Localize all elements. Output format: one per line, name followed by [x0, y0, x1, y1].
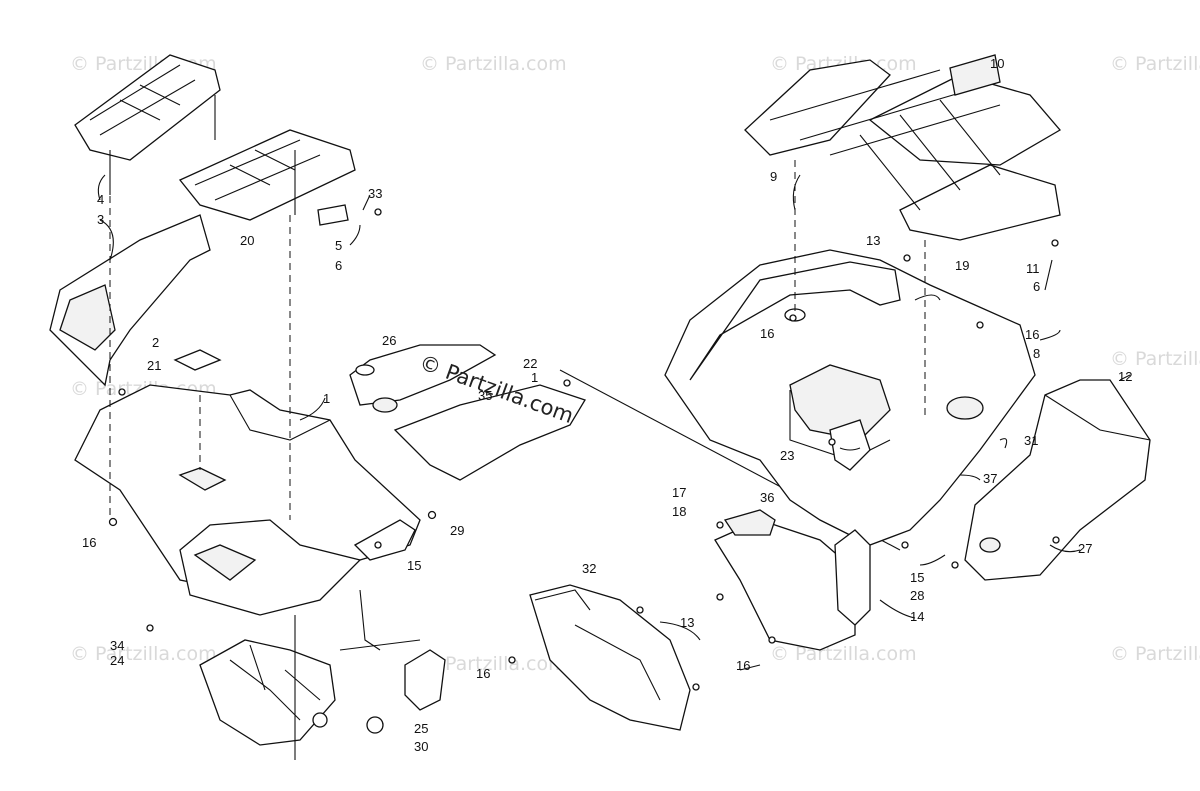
callout-22: 22 [523, 356, 537, 371]
watermark: © Partzilla.com [1110, 348, 1200, 370]
callout-12: 12 [1118, 369, 1132, 384]
front-fender-left [49, 214, 211, 387]
callout-35: 35 [478, 388, 492, 403]
callout-37: 37 [983, 471, 997, 486]
callout-6b: 6 [1033, 279, 1040, 294]
front-frame-bracket [199, 639, 336, 746]
callout-16b: 16 [476, 666, 490, 681]
watermarks: © Partzilla.com © Partzilla.com © Partzi… [70, 53, 1200, 675]
callout-labels: 4 3 20 33 5 6 2 21 1 26 22 1 35 16 29 15… [82, 56, 1132, 754]
front-fender-main [74, 384, 421, 616]
callout-16c: 16 [736, 658, 750, 673]
callout-33: 33 [368, 186, 382, 201]
callout-23: 23 [780, 448, 794, 463]
callout-21: 21 [147, 358, 161, 373]
callout-28: 28 [910, 588, 924, 603]
callout-36: 36 [760, 490, 774, 505]
callout-11: 11 [1026, 261, 1040, 276]
callout-9: 9 [770, 169, 777, 184]
callout-6: 6 [335, 258, 342, 273]
watermark: © Partzilla.com [420, 653, 567, 675]
callout-3: 3 [97, 212, 104, 227]
callout-17: 17 [672, 485, 686, 500]
watermark: © Partzilla.com [1110, 643, 1200, 665]
callout-24: 24 [110, 653, 124, 668]
callout-15b: 15 [910, 570, 924, 585]
rear-fender-extension [964, 379, 1151, 581]
callout-27: 27 [1078, 541, 1092, 556]
callout-13: 13 [680, 615, 694, 630]
leader-lines-right [659, 160, 1131, 671]
callout-34: 34 [110, 638, 124, 653]
small-parts-left [173, 204, 586, 734]
callout-14: 14 [910, 609, 924, 624]
callout-18: 18 [672, 504, 686, 519]
watermark: © Partzilla.com [1110, 53, 1200, 75]
callout-2: 2 [152, 335, 159, 350]
callout-10: 10 [990, 56, 1004, 71]
callout-26: 26 [382, 333, 396, 348]
callout-1b: 1 [531, 370, 538, 385]
callout-25: 25 [414, 721, 428, 736]
callout-19: 19 [955, 258, 969, 273]
callout-20: 20 [240, 233, 254, 248]
callout-16d: 16 [760, 326, 774, 341]
callout-4: 4 [97, 192, 104, 207]
rear-rack [744, 54, 1062, 241]
callout-13b: 13 [866, 233, 880, 248]
front-rack [74, 54, 356, 221]
watermark: © Partzilla.com [70, 643, 217, 665]
callout-5: 5 [335, 238, 342, 253]
callout-32: 32 [582, 561, 596, 576]
rear-mud-flaps [529, 419, 871, 731]
callout-1: 1 [323, 391, 330, 406]
watermark: © Partzilla.com [770, 643, 917, 665]
callout-30: 30 [414, 739, 428, 754]
callout-16e: 16 [1025, 327, 1039, 342]
watermark: © Partzilla.com [420, 53, 567, 75]
fasteners [108, 208, 1060, 691]
callout-16: 16 [82, 535, 96, 550]
callout-31: 31 [1024, 433, 1038, 448]
callout-8: 8 [1033, 346, 1040, 361]
callout-29: 29 [450, 523, 464, 538]
callout-15: 15 [407, 558, 421, 573]
